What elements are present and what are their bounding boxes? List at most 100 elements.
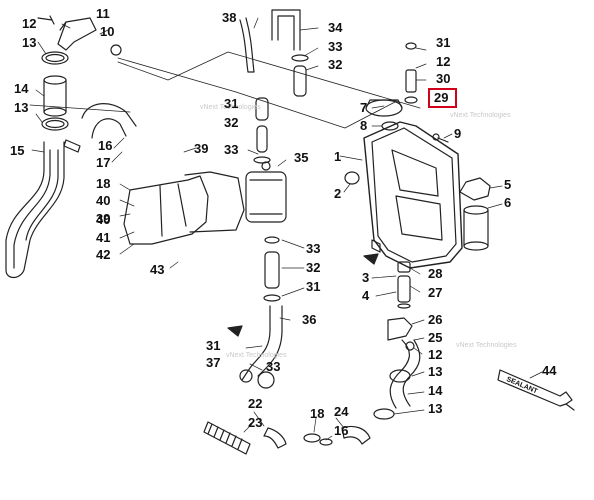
callout-7[interactable]: 7	[360, 100, 368, 115]
mounting-plate	[184, 171, 245, 233]
callout-23[interactable]: 23	[248, 415, 263, 430]
filter-6	[463, 205, 489, 251]
hose-14-left	[43, 75, 67, 117]
callout-28[interactable]: 28	[428, 266, 443, 281]
hose-15	[5, 141, 65, 279]
callout-5[interactable]: 5	[504, 177, 512, 192]
frame-diagonal	[117, 57, 237, 93]
parts-diagram	[5, 9, 575, 455]
callout-37[interactable]: 37	[206, 355, 221, 370]
callout-13[interactable]: 13	[428, 401, 443, 416]
callout-4[interactable]: 4	[362, 288, 370, 303]
callout-9[interactable]: 9	[454, 126, 462, 141]
callout-42[interactable]: 42	[96, 247, 111, 262]
callout-15[interactable]: 15	[10, 143, 25, 158]
callout-32[interactable]: 32	[306, 260, 321, 275]
callout-1[interactable]: 1	[334, 149, 342, 164]
callout-17[interactable]: 17	[96, 155, 111, 170]
callout-31[interactable]: 31	[206, 338, 221, 353]
callout-44[interactable]: 44	[542, 363, 557, 378]
callout-31[interactable]: 31	[306, 279, 321, 294]
bracket-18	[123, 175, 209, 245]
callout-31[interactable]: 31	[224, 96, 239, 111]
fitting-22	[263, 427, 287, 449]
callout-33[interactable]: 33	[266, 359, 281, 374]
arrow-marker-tank	[363, 253, 379, 265]
clamp-13-lower	[41, 117, 69, 131]
callout-27[interactable]: 27	[428, 285, 443, 300]
bracket-lower	[159, 183, 187, 237]
callout-18[interactable]: 18	[310, 406, 325, 421]
callout-12[interactable]: 12	[436, 54, 451, 69]
callout-3[interactable]: 3	[362, 270, 370, 285]
fitting-28	[397, 261, 411, 309]
callout-39[interactable]: 39	[96, 211, 111, 226]
callout-12[interactable]: 12	[22, 16, 37, 31]
watermark-text: vNext Technologies	[226, 352, 287, 359]
callout-2[interactable]: 2	[334, 186, 342, 201]
screw-12	[37, 15, 55, 25]
callout-10[interactable]: 10	[100, 24, 115, 39]
hose-column-upper	[253, 97, 271, 164]
callout-31[interactable]: 31	[436, 35, 451, 50]
callout-13[interactable]: 13	[22, 35, 37, 50]
callout-14[interactable]: 14	[428, 383, 443, 398]
callout-26[interactable]: 26	[428, 312, 443, 327]
callout-13[interactable]: 13	[14, 100, 29, 115]
clamp-33-upper	[291, 54, 309, 62]
fitting-16	[303, 433, 333, 446]
fitting-33-lower	[239, 369, 275, 389]
hose-34	[271, 9, 301, 51]
callout-16[interactable]: 16	[98, 138, 113, 153]
clamp-13-top	[41, 51, 69, 65]
pump-fitting-25	[373, 317, 421, 420]
callout-13[interactable]: 13	[428, 364, 443, 379]
callout-33[interactable]: 33	[306, 241, 321, 256]
callout-29[interactable]: 29	[434, 90, 449, 105]
sealant-tube-44	[497, 369, 575, 411]
callout-6[interactable]: 6	[504, 195, 512, 210]
callout-39[interactable]: 39	[194, 141, 209, 156]
callout-41[interactable]: 41	[96, 230, 111, 245]
callout-30[interactable]: 30	[436, 71, 451, 86]
grommet-2	[344, 171, 360, 185]
watermark-text: vNext Technologies	[200, 104, 261, 111]
callout-14[interactable]: 14	[14, 81, 29, 96]
callout-43[interactable]: 43	[150, 262, 165, 277]
callout-16[interactable]: 16	[334, 423, 349, 438]
fitting-17	[63, 139, 81, 153]
watermark-text: vNext Technologies	[450, 112, 511, 119]
callout-22[interactable]: 22	[248, 396, 263, 411]
callout-36[interactable]: 36	[302, 312, 317, 327]
callout-32[interactable]: 32	[224, 115, 239, 130]
callout-24[interactable]: 24	[334, 404, 349, 419]
callout-32[interactable]: 32	[328, 57, 343, 72]
callout-34[interactable]: 34	[328, 20, 343, 35]
hose-38	[239, 17, 255, 73]
callout-11[interactable]: 11	[96, 6, 110, 21]
frame-right-line	[235, 91, 396, 129]
highlight-29	[428, 88, 457, 108]
frame-left-line	[29, 104, 131, 113]
frame-top-line	[117, 51, 421, 109]
callout-33[interactable]: 33	[224, 142, 239, 157]
hose-column-lower	[263, 236, 281, 302]
leader-lines	[31, 17, 543, 441]
callout-18[interactable]: 18	[96, 176, 111, 191]
callout-40[interactable]: 40	[96, 193, 111, 208]
callout-40[interactable]: 40	[96, 212, 111, 227]
hose-17	[81, 103, 137, 139]
arrow-marker-upper	[227, 325, 243, 337]
cap-30-assembly	[404, 42, 418, 104]
callout-38[interactable]: 38	[222, 10, 237, 25]
callout-12[interactable]: 12	[428, 347, 443, 362]
callout-33[interactable]: 33	[328, 39, 343, 54]
oil-tank	[363, 121, 463, 269]
hose-23	[203, 421, 251, 455]
callout-25[interactable]: 25	[428, 330, 443, 345]
hose-32-upper	[293, 65, 307, 97]
cap-7	[365, 99, 403, 117]
hose-24	[341, 425, 371, 445]
callout-35[interactable]: 35	[294, 150, 309, 165]
callout-8[interactable]: 8	[360, 118, 368, 133]
